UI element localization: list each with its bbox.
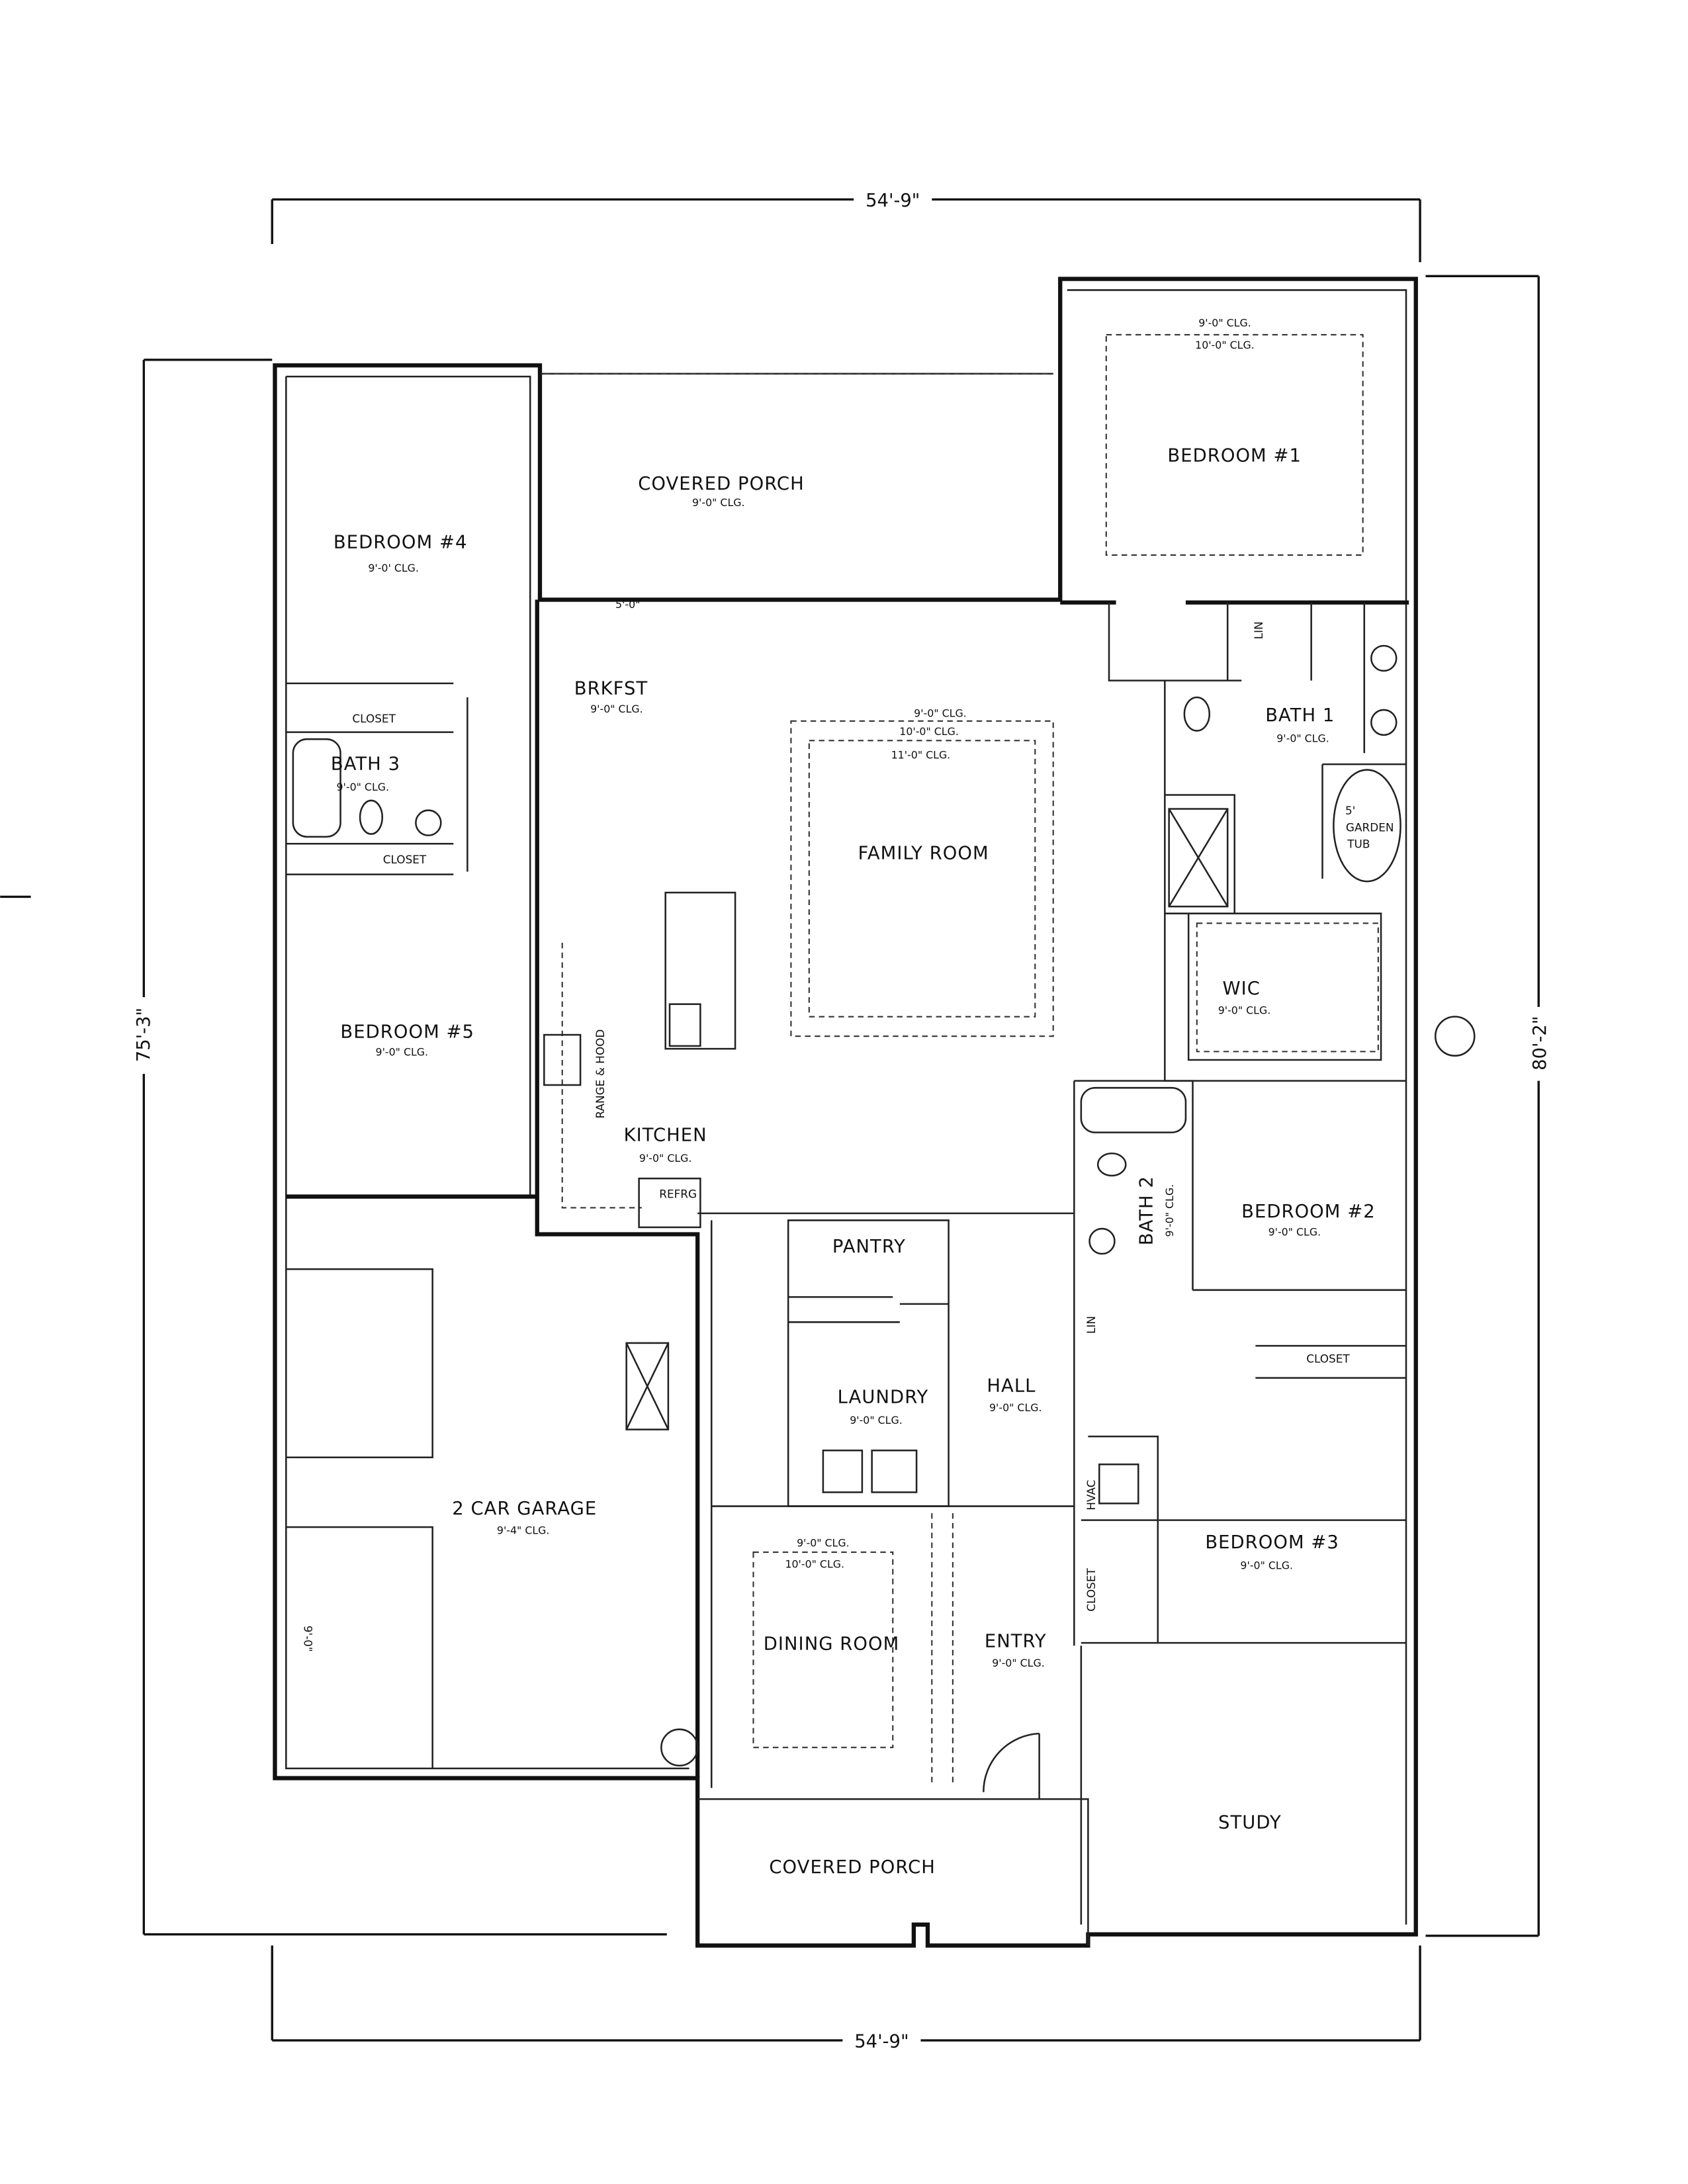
attic-access: [625, 1342, 670, 1430]
bathtub-bath2: [1080, 1086, 1187, 1133]
toilet-bath3: [359, 799, 384, 835]
family-clg2: 10'-0" CLG.: [899, 725, 959, 738]
porch-front-label: COVERED PORCH: [769, 1857, 936, 1878]
bath3-closet-b: CLOSET: [383, 853, 427, 866]
bedroom5-clg: 9'-0" CLG.: [376, 1046, 429, 1059]
brkfst-label: BRKFST: [574, 679, 648, 699]
garage-clg: 9'-4" CLG.: [497, 1524, 550, 1537]
toilet-bath2: [1096, 1152, 1127, 1177]
family-clg1: 9'-0" CLG.: [914, 707, 967, 719]
garage-door-height: 9'-0": [302, 1626, 315, 1652]
sink-bath1-a: [1370, 644, 1398, 672]
room-labels: BEDROOM #1 9'-0" CLG. 10'-0" CLG. COVERE…: [302, 316, 1394, 1878]
kitchen-clg: 9'-0" CLG.: [639, 1152, 692, 1164]
sink-bath3: [415, 809, 442, 836]
hvac-unit: [1098, 1463, 1139, 1505]
dimension-top: 54'-9": [866, 191, 920, 211]
water-heater: [660, 1728, 699, 1767]
dimension-left: 75'-3": [134, 1008, 154, 1062]
bedroom3-closet: CLOSET: [1085, 1568, 1098, 1612]
washer: [822, 1449, 864, 1493]
bath1-label: BATH 1: [1265, 705, 1335, 726]
hvac-label: HVAC: [1085, 1480, 1098, 1510]
pantry-label: PANTRY: [832, 1237, 906, 1257]
wic-clg: 9'-0" CLG.: [1218, 1004, 1271, 1016]
refrg-label: REFRG: [659, 1188, 697, 1201]
laundry-label: LAUNDRY: [838, 1387, 929, 1408]
garden-tub-line1: 5': [1345, 804, 1355, 817]
kitchen-island: [664, 891, 736, 1050]
laundry-clg: 9'-0" CLG.: [850, 1414, 903, 1426]
garden-tub-line3: TUB: [1347, 838, 1370, 851]
fixtures: [286, 644, 1476, 1800]
dining-clg1: 9'-0" CLG.: [797, 1537, 850, 1550]
bathtub-bath3: [292, 738, 341, 838]
bedroom3-clg: 9'-0" CLG.: [1240, 1559, 1293, 1571]
bedroom1-clg2: 10'-0" CLG.: [1195, 339, 1255, 351]
entry-label: ENTRY: [985, 1631, 1047, 1651]
bedroom2-clg: 9'-0" CLG.: [1268, 1226, 1321, 1239]
bath3-closet-a: CLOSET: [352, 712, 396, 725]
garage-door-panels: [286, 1268, 433, 1769]
porch-rear-clg: 9'-0" CLG.: [692, 496, 745, 509]
bath3-clg: 9'-0" CLG.: [337, 781, 390, 793]
dining-clg2: 10'-0" CLG.: [785, 1557, 844, 1570]
family-clg3: 11'-0" CLG.: [891, 749, 951, 762]
bedroom3-label: BEDROOM #3: [1205, 1532, 1339, 1553]
kitchen-label: KITCHEN: [624, 1125, 707, 1145]
dimension-bottom: 54'-9": [854, 2031, 909, 2052]
dimension-right: 80'-2": [1530, 1016, 1550, 1070]
garden-tub: [1333, 769, 1401, 883]
bath1-lin: LIN: [1252, 621, 1265, 639]
bath2-label: BATH 2: [1136, 1176, 1157, 1245]
garden-tub-line2: GARDEN: [1346, 820, 1394, 834]
wic-label: WIC: [1223, 979, 1261, 999]
bath2-lin: LIN: [1085, 1316, 1098, 1334]
bedroom2-closet: CLOSET: [1306, 1352, 1350, 1365]
refrigerator: [638, 1177, 701, 1229]
sink-bath2: [1088, 1227, 1116, 1255]
entry-clg: 9'-0" CLG.: [992, 1657, 1045, 1669]
porch-rear-door: 5'-0": [615, 598, 640, 611]
range-hood-label: RANGE & HOOD: [594, 1029, 607, 1119]
family-room-label: FAMILY ROOM: [858, 843, 989, 863]
bedroom2-label: BEDROOM #2: [1241, 1201, 1376, 1222]
garage-label: 2 CAR GARAGE: [452, 1499, 597, 1519]
bedroom1-label: BEDROOM #1: [1167, 446, 1302, 466]
hall-label: HALL: [987, 1376, 1036, 1397]
exterior-walls: [273, 277, 1418, 1948]
dimension-lines: 54'-9" 54'-9" 75'-3" 80'-2": [0, 191, 1550, 2052]
bath2-clg: 9'-0" CLG.: [1163, 1184, 1176, 1237]
bedroom1-clg1: 9'-0" CLG.: [1198, 316, 1251, 329]
porch-rear-label: COVERED PORCH: [638, 474, 805, 494]
shower: [1168, 808, 1229, 908]
brkfst-clg: 9'-0" CLG.: [590, 703, 643, 715]
toilet-bath1: [1183, 696, 1211, 732]
bedroom5-label: BEDROOM #5: [340, 1022, 474, 1042]
front-door-swing: [983, 1732, 1040, 1800]
sink-bath1-b: [1370, 709, 1398, 736]
hall-clg: 9'-0" CLG.: [989, 1401, 1042, 1414]
range: [543, 1033, 582, 1086]
dining-room-label: DINING ROOM: [764, 1634, 900, 1655]
interior-walls: [286, 599, 1409, 1946]
kitchen-sink: [668, 1003, 701, 1047]
ac-condenser: [1434, 1016, 1476, 1057]
bath3-label: BATH 3: [331, 754, 400, 775]
bedroom4-label: BEDROOM #4: [333, 532, 468, 552]
study-label: STUDY: [1218, 1812, 1282, 1833]
bath1-clg: 9'-0" CLG.: [1276, 732, 1329, 744]
dryer: [871, 1449, 918, 1493]
bedroom4-clg: 9'-0' CLG.: [368, 562, 419, 574]
